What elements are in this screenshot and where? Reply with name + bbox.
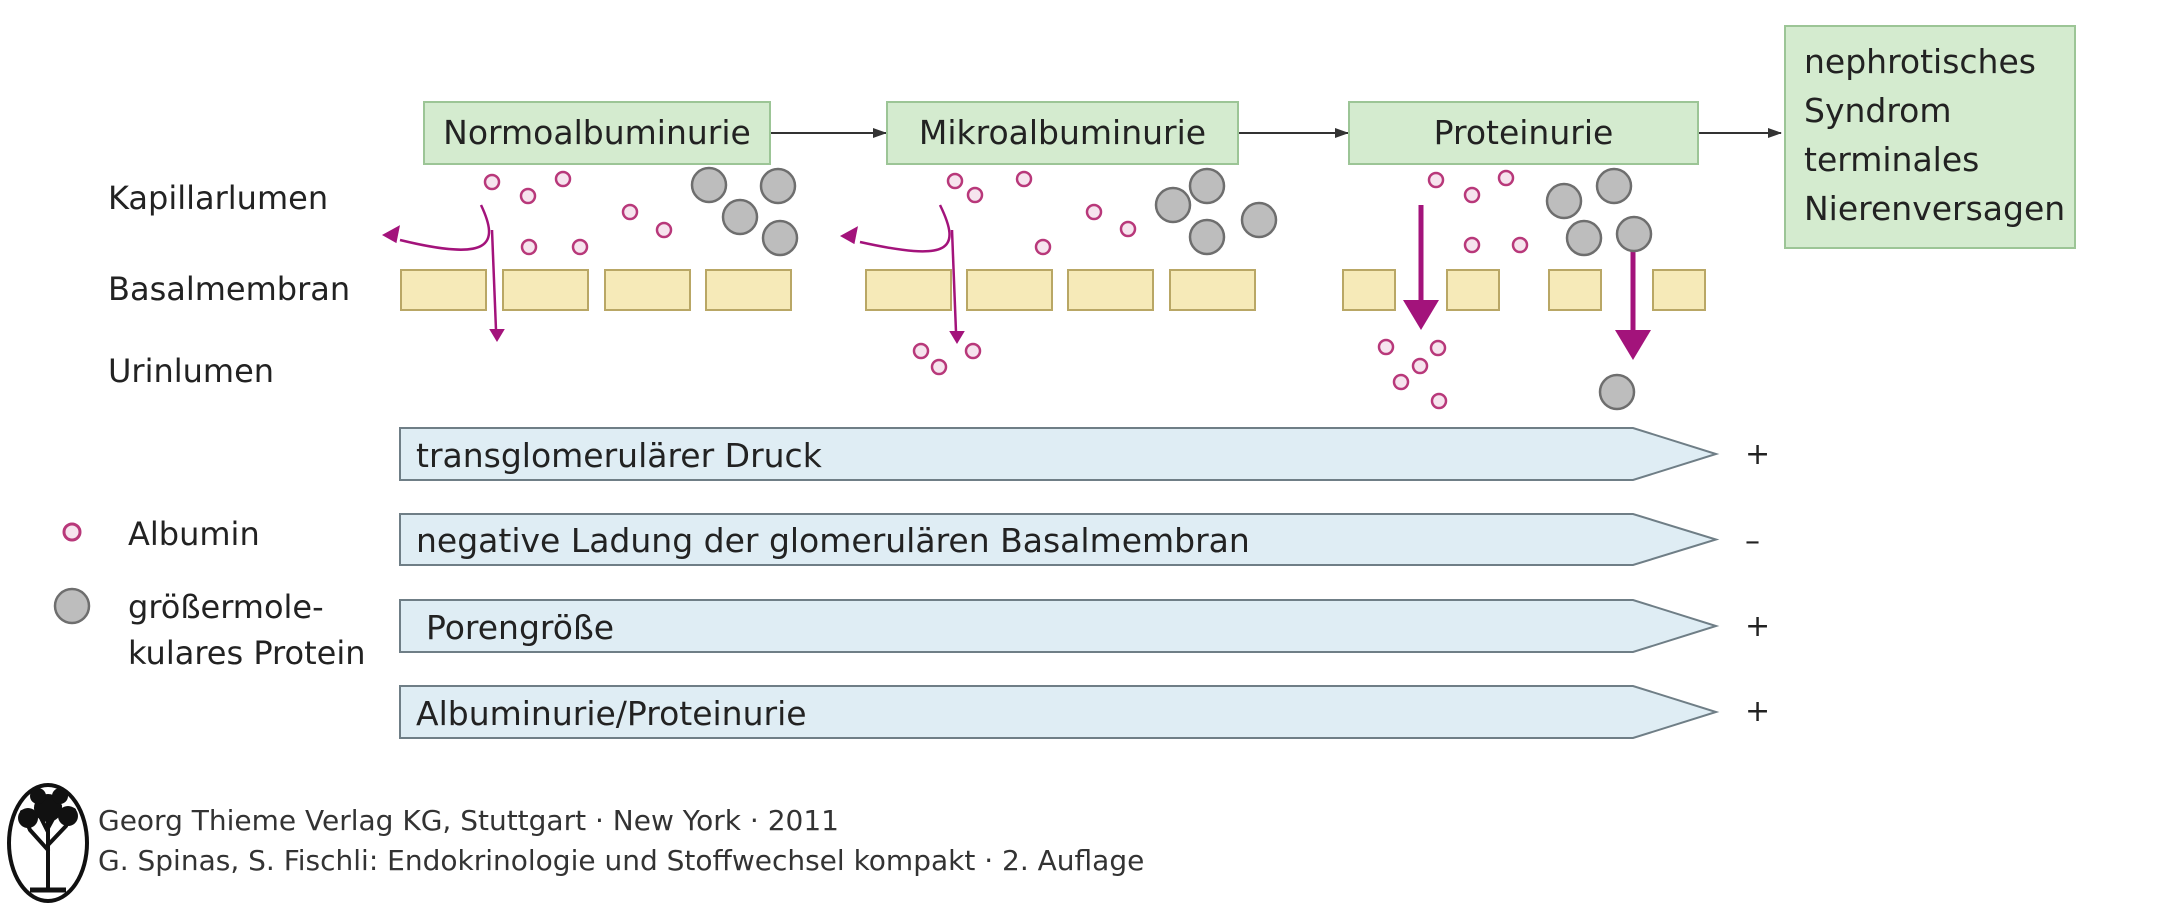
stage-mikroalbuminurie: Mikroalbuminurie bbox=[886, 101, 1239, 165]
label-kapillarlumen: Kapillarlumen bbox=[108, 179, 329, 217]
pass-head-4 bbox=[1615, 330, 1651, 360]
protein-particle bbox=[690, 166, 728, 204]
albumin-particle bbox=[1511, 236, 1529, 254]
albumin-particle bbox=[966, 186, 984, 204]
bar-label-druck: transglomerulärer Druck bbox=[416, 436, 822, 475]
outcome-line-2: Syndrom bbox=[1804, 91, 1952, 130]
trend-bar-2 bbox=[399, 599, 1720, 653]
membrane-segment-0 bbox=[400, 269, 487, 311]
pass-head-2 bbox=[949, 331, 965, 344]
albumin-particle bbox=[1411, 357, 1429, 375]
bar-sign-druck: + bbox=[1745, 437, 1771, 472]
bar-label-porengroesse: Porengröße bbox=[426, 608, 615, 647]
albumin-particle bbox=[483, 173, 501, 191]
trend-bar-3 bbox=[399, 685, 1720, 739]
albumin-particle bbox=[1377, 338, 1395, 356]
stage-normoalbuminurie: Normoalbuminurie bbox=[423, 101, 771, 165]
albumin-particle bbox=[1427, 171, 1445, 189]
reflect-head-1 bbox=[382, 225, 400, 244]
stage-proteinurie: Proteinurie bbox=[1348, 101, 1699, 165]
legend-protein-label-2: kulares Protein bbox=[128, 634, 366, 672]
albumin-particle bbox=[964, 342, 982, 360]
protein-particle bbox=[1188, 218, 1226, 256]
protein-particle bbox=[761, 219, 799, 257]
membrane-segment-11 bbox=[1652, 269, 1706, 311]
bar-sign-ladung: – bbox=[1745, 524, 1760, 559]
membrane-segment-6 bbox=[1067, 269, 1154, 311]
bar-sign-porengroesse: + bbox=[1745, 609, 1771, 644]
membrane-segment-10 bbox=[1548, 269, 1602, 311]
protein-particle bbox=[1240, 201, 1278, 239]
protein-particle bbox=[1565, 219, 1603, 257]
albumin-particle bbox=[930, 358, 948, 376]
albumin-particle bbox=[1085, 203, 1103, 221]
outcome-line-4: Nierenversagen bbox=[1804, 189, 2066, 228]
albumin-particle bbox=[554, 170, 572, 188]
particles bbox=[483, 166, 1653, 411]
albumin-particle bbox=[621, 203, 639, 221]
albumin-particle bbox=[571, 238, 589, 256]
bar-label-ladung: negative Ladung der glomerulären Basalme… bbox=[416, 521, 1250, 560]
albumin-particle bbox=[1463, 186, 1481, 204]
albumin-particle bbox=[655, 221, 673, 239]
protein-particle bbox=[1598, 373, 1636, 411]
protein-particle bbox=[1545, 182, 1583, 220]
reflect-head-2 bbox=[840, 226, 858, 245]
filtration-arrows bbox=[382, 204, 1651, 360]
label-basalmembran: Basalmembran bbox=[108, 270, 351, 308]
albumin-particle bbox=[946, 172, 964, 190]
legend-albumin-label: Albumin bbox=[128, 515, 260, 553]
albumin-particle bbox=[520, 238, 538, 256]
label-urinlumen: Urinlumen bbox=[108, 352, 275, 390]
credit-book: G. Spinas, S. Fischli: Endokrinologie un… bbox=[98, 844, 1145, 877]
albumin-particle bbox=[1497, 169, 1515, 187]
basal-membranes bbox=[400, 269, 1706, 311]
tree-logo-icon bbox=[7, 783, 89, 903]
albumin-particle bbox=[912, 342, 930, 360]
albumin-particle bbox=[1015, 170, 1033, 188]
trend-bars bbox=[399, 427, 1720, 739]
reflect-path-1 bbox=[399, 204, 491, 251]
albumin-particle bbox=[519, 187, 537, 205]
protein-particle bbox=[1154, 186, 1192, 224]
membrane-segment-7 bbox=[1169, 269, 1256, 311]
albumin-particle bbox=[1392, 373, 1410, 391]
protein-particle bbox=[1615, 215, 1653, 253]
membrane-segment-4 bbox=[865, 269, 952, 311]
outcome-box: nephrotisches Syndrom terminales Nierenv… bbox=[1784, 25, 2076, 249]
pass-head-1 bbox=[489, 329, 505, 342]
legend-protein-label-1: größermole- bbox=[128, 588, 324, 626]
membrane-segment-8 bbox=[1342, 269, 1396, 311]
membrane-segment-5 bbox=[966, 269, 1053, 311]
albumin-particle bbox=[1034, 238, 1052, 256]
albumin-particle bbox=[1430, 392, 1448, 410]
bar-sign-albuminurie: + bbox=[1745, 694, 1771, 729]
pass-line-2 bbox=[950, 229, 958, 333]
albumin-particle bbox=[1119, 220, 1137, 238]
outcome-line-1: nephrotisches bbox=[1804, 42, 2036, 81]
membrane-segment-3 bbox=[705, 269, 792, 311]
pass-head-3 bbox=[1403, 300, 1439, 330]
pass-line-1 bbox=[490, 229, 498, 331]
legend-protein-icon bbox=[53, 587, 91, 625]
membrane-segment-9 bbox=[1446, 269, 1500, 311]
outcome-line-3: terminales bbox=[1804, 140, 1980, 179]
membrane-segment-2 bbox=[604, 269, 691, 311]
albumin-particle bbox=[1429, 339, 1447, 357]
albumin-particle bbox=[1463, 236, 1481, 254]
protein-particle bbox=[1595, 167, 1633, 205]
protein-particle bbox=[759, 167, 797, 205]
reflect-path-2 bbox=[859, 204, 951, 253]
legend-albumin-icon bbox=[62, 522, 82, 542]
membrane-segment-1 bbox=[502, 269, 589, 311]
protein-particle bbox=[721, 198, 759, 236]
trend-bar-1 bbox=[399, 513, 1720, 566]
legend-symbols bbox=[53, 522, 91, 625]
credit-publisher: Georg Thieme Verlag KG, Stuttgart · New … bbox=[98, 804, 839, 837]
protein-particle bbox=[1188, 167, 1226, 205]
bar-label-albuminurie: Albuminurie/Proteinurie bbox=[416, 694, 807, 733]
trend-bar-0 bbox=[399, 427, 1720, 481]
